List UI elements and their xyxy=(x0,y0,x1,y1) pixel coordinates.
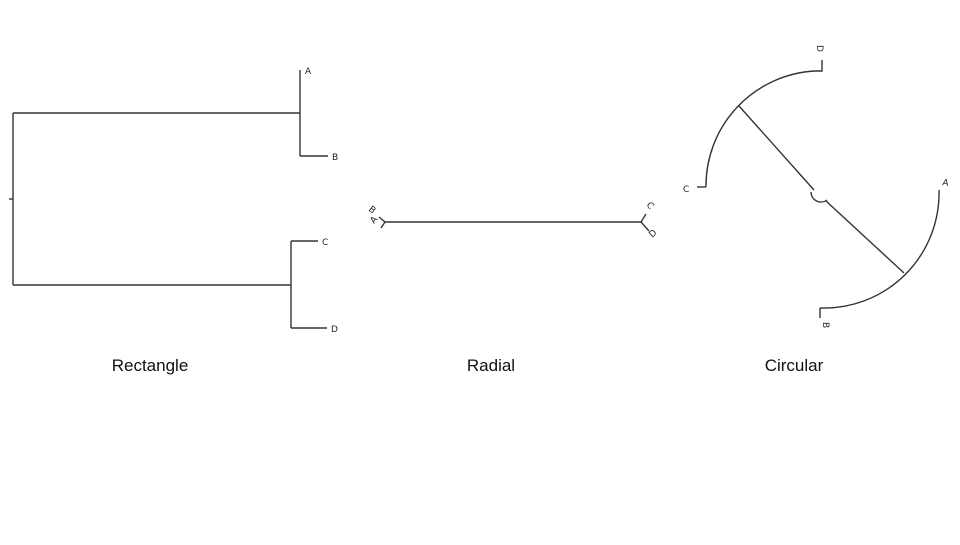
rect-leaf-d: D xyxy=(331,325,338,335)
rect-leaf-a: A xyxy=(305,67,312,77)
radial-leaf-c: C xyxy=(644,201,656,212)
circ-leaf-c: C xyxy=(683,185,689,195)
radial-leaf-d: D xyxy=(648,228,660,240)
rect-leaf-b: B xyxy=(332,153,338,163)
rectangle-tree: A B C D xyxy=(9,67,338,335)
radial-edge-c xyxy=(640,213,647,223)
circ-leaf-d: D xyxy=(814,45,824,52)
circ-branch-ab xyxy=(825,200,905,274)
rectangle-caption: Rectangle xyxy=(111,356,189,375)
circ-leaf-a: A xyxy=(941,178,950,189)
circ-branch-dc xyxy=(738,105,815,191)
radial-edge-d xyxy=(640,221,650,232)
circ-arc-dc xyxy=(705,70,816,188)
radial-caption: Radial xyxy=(466,356,516,375)
radial-leaf-b: B xyxy=(366,205,377,217)
radial-tree: B A C D xyxy=(366,201,659,241)
circular-caption: Circular xyxy=(764,356,824,375)
circ-arc-ab xyxy=(819,189,940,309)
rect-leaf-c: C xyxy=(322,238,328,248)
circular-tree: D C A B xyxy=(683,45,950,328)
circ-edge-d xyxy=(815,60,823,72)
circ-root-arc xyxy=(810,191,828,203)
circ-leaf-b: B xyxy=(820,322,830,328)
radial-edge-a xyxy=(380,221,386,229)
radial-edge-b xyxy=(378,216,386,223)
radial-leaf-a: A xyxy=(369,214,381,226)
